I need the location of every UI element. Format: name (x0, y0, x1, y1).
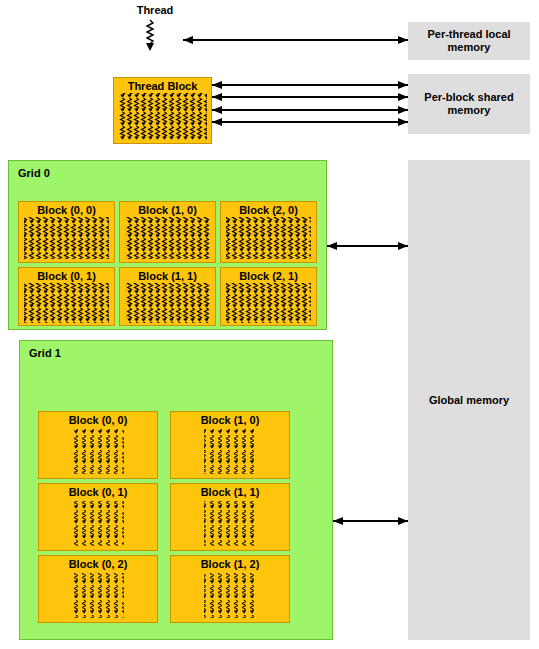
node-label: Per-block shared memory (412, 91, 526, 117)
block-box: Block (1, 1) (170, 483, 290, 551)
node-label: Block (0, 0) (19, 204, 114, 217)
memory-access-arrow (212, 121, 408, 123)
node-label: Block (1, 1) (171, 486, 289, 499)
node-label: Grid 0 (18, 167, 50, 180)
block-box: Block (0, 2) (38, 555, 158, 623)
grid-box: Grid 0 Block (0, 0) Block (1, 0) Block (2, … (8, 160, 327, 330)
memory-box: Global memory (408, 160, 530, 640)
node-label: Block (2, 0) (221, 204, 316, 217)
node-label: Global memory (412, 394, 526, 407)
grid-box: Grid 1 Block (0, 0) Block (1, 0) Block (0, … (19, 340, 333, 640)
block-box: Block (0, 1) (38, 483, 158, 551)
block-box: Block (2, 1) (220, 267, 317, 326)
memory-access-arrow (327, 245, 408, 247)
node-label: Per-thread local memory (412, 28, 526, 54)
memory-box: Per-thread local memory (408, 22, 530, 60)
block-box: Block (1, 0) (119, 201, 216, 263)
node-label: Block (0, 1) (39, 486, 157, 499)
node-label: Thread (127, 4, 183, 17)
thread-node: Thread (127, 2, 183, 54)
node-label: Block (0, 1) (19, 270, 114, 283)
block-box: Block (1, 1) (119, 267, 216, 326)
node-label: Block (1, 0) (120, 204, 215, 217)
node-label: Block (2, 1) (221, 270, 316, 283)
node-label: Block (1, 2) (171, 558, 289, 571)
block-box: Block (2, 0) (220, 201, 317, 263)
thread-block: Thread Block (113, 77, 212, 144)
block-box: Block (0, 0) (38, 411, 158, 479)
memory-access-arrow (183, 39, 408, 41)
memory-access-arrow (212, 96, 408, 98)
memory-access-arrow (212, 109, 408, 111)
node-label: Thread Block (114, 80, 211, 93)
block-box: Block (1, 2) (170, 555, 290, 623)
node-label: Block (1, 0) (171, 414, 289, 427)
node-label: Block (0, 2) (39, 558, 157, 571)
memory-access-arrow (212, 84, 408, 86)
thread-arrowhead (146, 43, 154, 51)
node-label: Grid 1 (29, 347, 61, 360)
thread-squiggle (147, 20, 153, 44)
block-box: Block (0, 1) (18, 267, 115, 326)
node-label: Block (1, 1) (120, 270, 215, 283)
node-label: Block (0, 0) (39, 414, 157, 427)
memory-box: Per-block shared memory (408, 74, 530, 134)
memory-access-arrow (333, 520, 408, 522)
block-box: Block (0, 0) (18, 201, 115, 263)
block-box: Block (1, 0) (170, 411, 290, 479)
